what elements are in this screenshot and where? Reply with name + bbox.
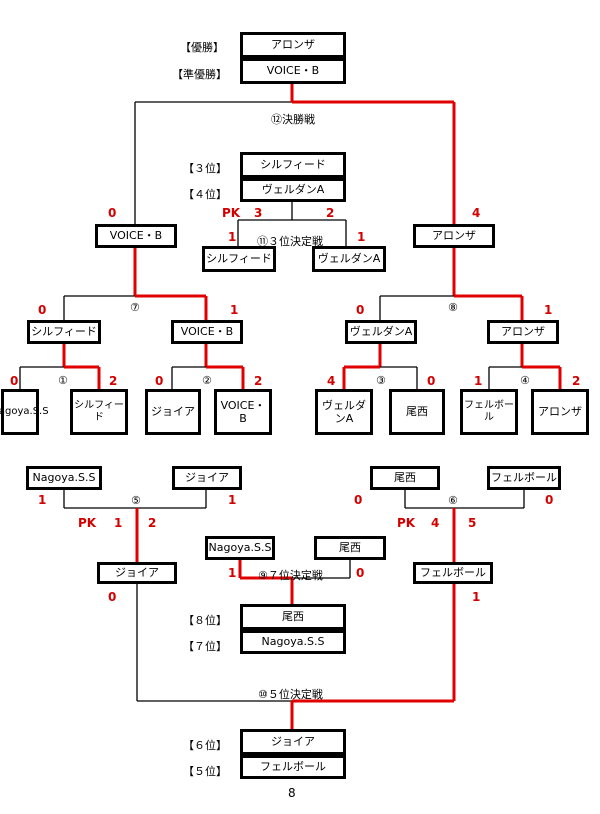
- sixth-label: 【６位】: [183, 739, 227, 752]
- r1-m1-score-a: 0: [10, 374, 19, 388]
- semi-right-team-a: ヴェルダンA: [345, 320, 417, 344]
- semi-left-num: ⑦: [130, 301, 140, 314]
- cons-left-winner-score: 0: [108, 590, 117, 604]
- cons-right-winner-score: 1: [472, 590, 481, 604]
- r1-m4-team-b: アロンザ: [531, 389, 589, 435]
- eighth-box: 尾西: [240, 604, 346, 630]
- r1-m3-team-a: ヴェルダンA: [315, 389, 373, 435]
- cons-right-pk-a: 4: [431, 516, 440, 530]
- cons-left-team-b: ジョイア: [172, 466, 242, 490]
- cons-right-pk-b: 5: [468, 516, 477, 530]
- r1-m1-team-a: Nagoya.S.S: [0, 389, 49, 435]
- third-box: シルフィード: [240, 152, 346, 178]
- fifth-box: フェルボール: [240, 755, 346, 779]
- seventh-team-a: Nagoya.S.S: [205, 536, 275, 560]
- cons-left-winner: ジョイア: [97, 562, 177, 584]
- final-left-team: VOICE・B: [95, 224, 177, 248]
- semi-right-num: ⑧: [448, 301, 458, 314]
- r1-m4-team-a: フェルボール: [460, 389, 518, 435]
- seventh-score-b: 0: [356, 566, 365, 580]
- final-right-team: アロンザ: [413, 224, 495, 248]
- seventh-box: Nagoya.S.S: [240, 630, 346, 654]
- cons-right-team-b: フェルボール: [487, 466, 561, 490]
- r1-m1-score-b: 2: [109, 374, 118, 388]
- cons-right-num: ⑥: [448, 494, 458, 507]
- champion-box: アロンザ: [240, 32, 346, 58]
- r1-m2-team-a: ジョイア: [145, 389, 201, 435]
- r1-m1-team-b: シルフィード: [70, 389, 128, 435]
- semi-right-team-b: アロンザ: [487, 320, 559, 344]
- r1-m3-team-b: 尾西: [389, 389, 445, 435]
- r1-num-1: ①: [58, 374, 68, 387]
- cons-left-num: ⑤: [131, 494, 141, 507]
- runnerup-label: 【準優勝】: [172, 68, 227, 81]
- r1-m2-score-b: 2: [254, 374, 263, 388]
- r1-m2-score-a: 0: [155, 374, 164, 388]
- cons-right-pk-label: PK: [397, 516, 416, 530]
- r1-num-2: ②: [202, 374, 212, 387]
- page-number: 8: [288, 786, 296, 800]
- cons-left-team-a: Nagoya.S.S: [26, 466, 102, 490]
- r1-m2-team-b: VOICE・B: [214, 389, 272, 435]
- r1-m3-score-b: 0: [427, 374, 436, 388]
- semi-right-score-a: 0: [356, 303, 365, 317]
- cons-right-team-a: 尾西: [370, 466, 440, 490]
- semi-left-team-b: VOICE・B: [171, 320, 243, 344]
- cons-right-score-a: 0: [354, 493, 363, 507]
- fifth-title: ⑩５位決定戦: [258, 688, 323, 701]
- cons-left-pk-b: 2: [148, 516, 157, 530]
- semi-left-score-a: 0: [38, 303, 47, 317]
- fourth-label: 【４位】: [183, 188, 227, 201]
- sixth-box: ジョイア: [240, 729, 346, 755]
- fourth-box: ヴェルダンA: [240, 178, 346, 202]
- seventh-title: ⑨７位決定戦: [258, 569, 323, 582]
- cons-right-winner: フェルボール: [413, 562, 493, 584]
- seventh-score-a: 1: [228, 566, 237, 580]
- eighth-label: 【８位】: [183, 614, 227, 627]
- third-title: ⑪３位決定戦: [257, 235, 323, 248]
- runnerup-box: VOICE・B: [240, 58, 346, 84]
- final-title: ⑫決勝戦: [271, 113, 315, 126]
- final-right-score: 4: [472, 206, 481, 220]
- third-label: 【３位】: [183, 162, 227, 175]
- r1-m3-score-a: 4: [327, 374, 336, 388]
- r1-m4-score-a: 1: [474, 374, 483, 388]
- cons-left-score-b: 1: [228, 493, 237, 507]
- champion-label: 【優勝】: [180, 41, 224, 54]
- r1-m4-score-b: 2: [572, 374, 581, 388]
- r1-num-4: ④: [520, 374, 530, 387]
- cons-left-score-a: 1: [38, 493, 47, 507]
- r1-num-3: ③: [376, 374, 386, 387]
- semi-left-team-a: シルフィード: [27, 320, 101, 344]
- cons-left-pk-label: PK: [78, 516, 97, 530]
- final-left-score: 0: [108, 206, 117, 220]
- semi-right-score-b: 1: [544, 303, 553, 317]
- seventh-team-b: 尾西: [314, 536, 386, 560]
- fifth-label: 【５位】: [183, 765, 227, 778]
- cons-right-score-b: 0: [545, 493, 554, 507]
- third-pk-label: PK: [222, 206, 241, 220]
- third-right-score: 1: [357, 230, 366, 244]
- seventh-label: 【７位】: [183, 640, 227, 653]
- third-pk-left: 3: [254, 206, 263, 220]
- semi-left-score-b: 1: [230, 303, 239, 317]
- third-right-team: ヴェルダンA: [312, 246, 386, 272]
- cons-left-pk-a: 1: [114, 516, 123, 530]
- third-left-score: 1: [228, 230, 237, 244]
- third-left-team: シルフィード: [202, 246, 276, 272]
- third-pk-right: 2: [326, 206, 335, 220]
